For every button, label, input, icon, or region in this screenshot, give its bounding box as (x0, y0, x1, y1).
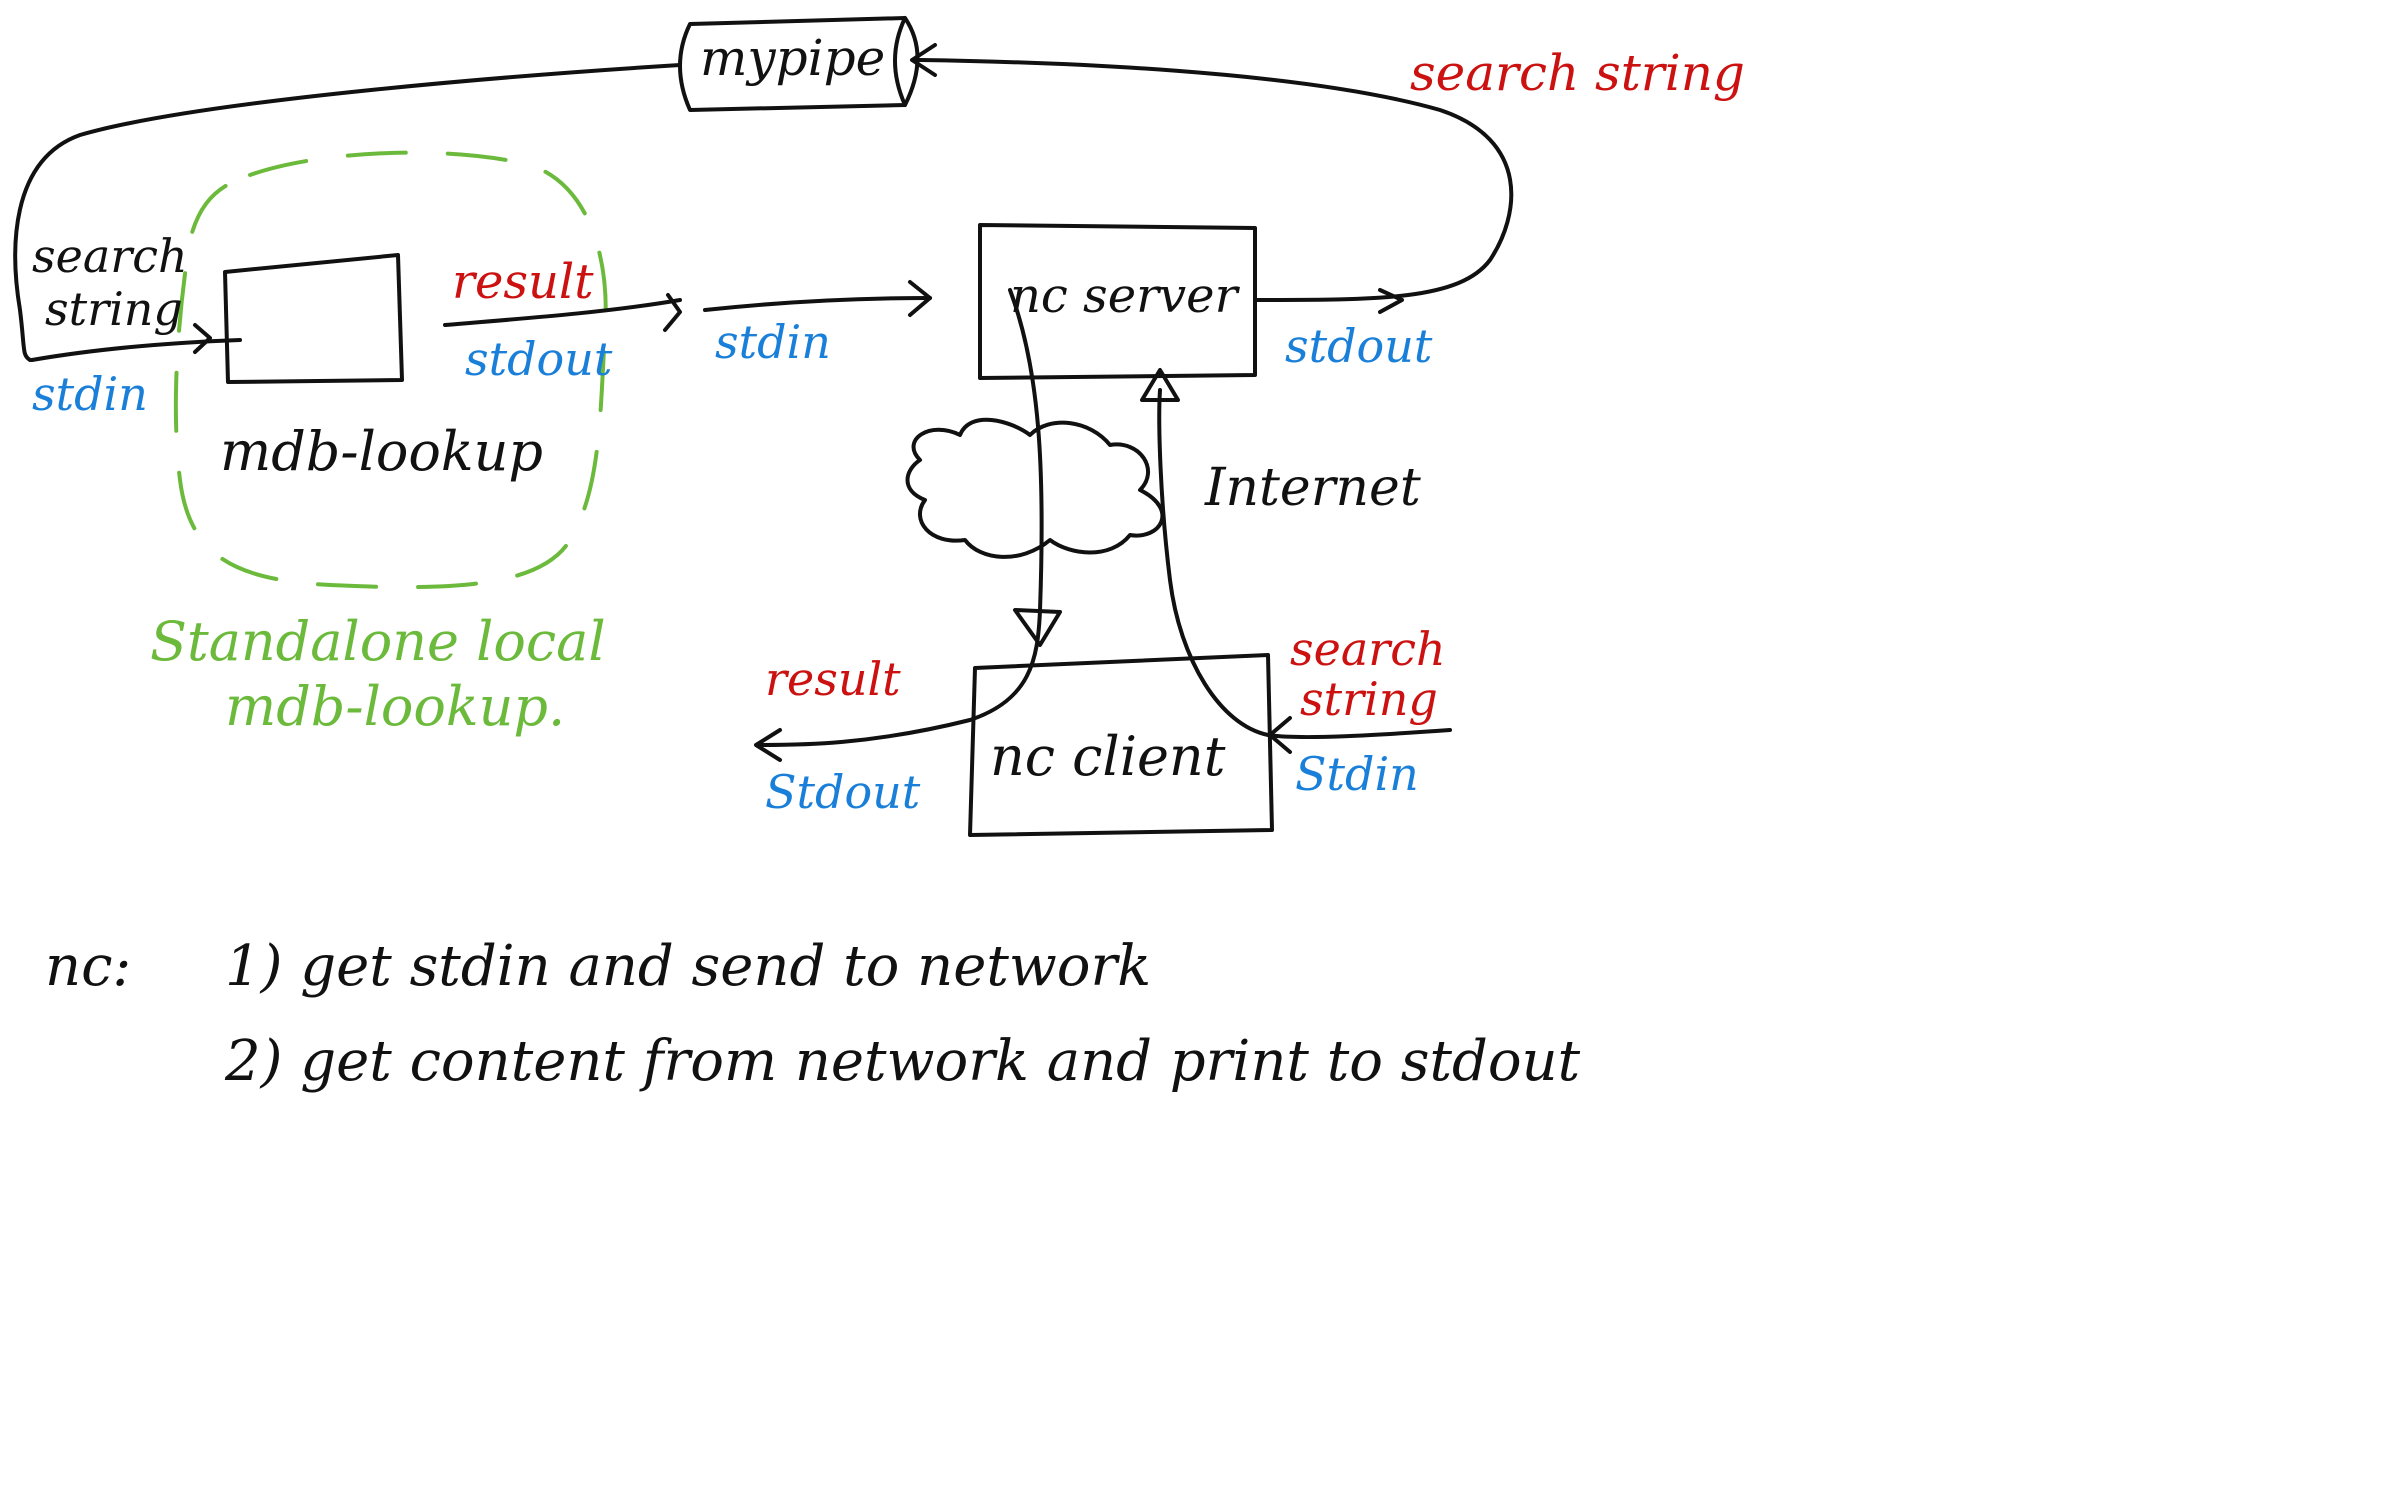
search-bottom-label-1: search (1290, 622, 1446, 676)
server-stdout-arrowhead (1378, 288, 1404, 314)
mdb-lookup-box (223, 253, 404, 384)
stdin-into-mdb-arrow (30, 338, 242, 362)
result-out-arrowhead (754, 728, 782, 762)
server-to-client-line (758, 288, 1044, 747)
search-left-label-1: search (32, 229, 188, 283)
client-to-server-line (1157, 388, 1452, 740)
nc-client-box (968, 653, 1274, 837)
server-stdin-line (703, 296, 932, 312)
stdin-left-label: stdin (32, 367, 148, 421)
stdout-bottom-label: Stdout (765, 765, 921, 819)
mdb-stdout-line (443, 298, 682, 327)
search-string-top-label: search string (1410, 44, 1745, 102)
client-down-arrowhead (1013, 608, 1062, 647)
server-up-arrowhead (1140, 368, 1180, 402)
stdout-mid-label: stdout (465, 332, 613, 386)
mypipe-node: mypipe (678, 16, 920, 112)
stdout-right-label: stdout (1285, 319, 1433, 373)
mdb-lookup-label: mdb-lookup (220, 420, 543, 483)
nc-server-box (978, 223, 1257, 380)
mypipe-label: mypipe (700, 29, 885, 87)
search-left-label-2: string (45, 282, 183, 336)
result-top-label: result (452, 254, 594, 310)
result-bottom-label: result (765, 652, 901, 706)
standalone-label-1: Standalone local (150, 610, 606, 673)
nc-server-label: nc server (1010, 268, 1241, 324)
standalone-label-2: mdb-lookup. (225, 675, 565, 738)
stdin-bottom-label: Stdin (1295, 747, 1419, 801)
stdin-mid-label: stdin (715, 315, 831, 369)
pipe-arrowhead (910, 43, 937, 77)
notes-line-2: 2) get content from network and print to… (224, 1029, 1581, 1094)
notes-prefix: nc: (45, 934, 131, 999)
pipe-to-mdb-line (13, 63, 682, 362)
standalone-outline (173, 150, 608, 590)
search-bottom-label-2: string (1300, 672, 1438, 726)
internet-cloud (905, 417, 1165, 559)
notes-line-1: 1) get stdin and send to network (225, 934, 1151, 999)
server-stdin-arrowhead (908, 280, 932, 317)
stdin-into-mdb-arrowhead (193, 323, 212, 354)
nc-client-label: nc client (990, 725, 1226, 788)
internet-label: Internet (1204, 458, 1421, 518)
mdb-stdout-arrowhead (663, 293, 682, 332)
server-to-pipe-line (918, 58, 1514, 302)
